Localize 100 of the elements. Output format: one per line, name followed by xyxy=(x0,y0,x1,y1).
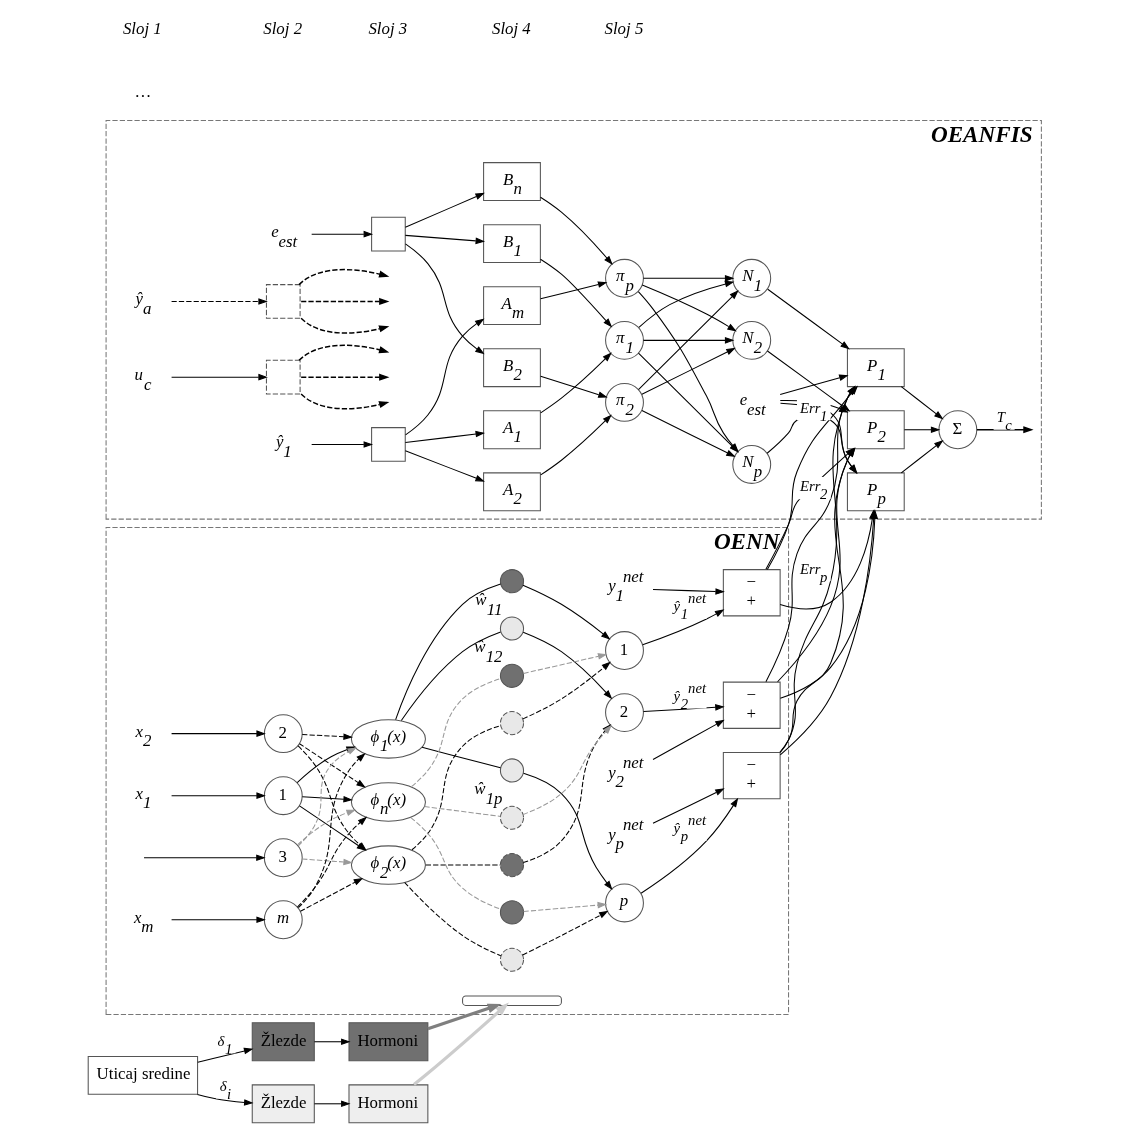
arrow xyxy=(539,352,612,414)
arrow xyxy=(313,1100,351,1108)
node-circle: 2 xyxy=(263,714,303,754)
arrow xyxy=(170,916,266,924)
arrow xyxy=(522,653,607,674)
connector xyxy=(410,725,501,851)
arrow xyxy=(170,792,266,799)
arrow xyxy=(301,858,353,866)
node-circle xyxy=(499,853,524,878)
arrow xyxy=(301,796,353,803)
arrow xyxy=(404,450,485,482)
arrow xyxy=(299,393,389,410)
node-box xyxy=(265,284,301,319)
arrow xyxy=(404,318,484,436)
arrow xyxy=(299,373,389,381)
arrow xyxy=(640,347,736,395)
label: … xyxy=(133,82,151,102)
arrow xyxy=(975,426,1034,434)
label: Sloj 5 xyxy=(604,19,643,39)
label: Sloj 1 xyxy=(122,19,162,39)
node-box xyxy=(370,427,406,462)
node-box: Žlezde xyxy=(251,1022,315,1062)
label: Sloj 2 xyxy=(262,19,302,39)
arrow xyxy=(637,291,739,453)
arrow xyxy=(301,733,353,740)
node-arc xyxy=(461,995,562,1006)
node-circle xyxy=(499,569,524,594)
arrow xyxy=(404,192,485,228)
connector xyxy=(423,806,501,817)
label: Sloj 3 xyxy=(367,19,407,39)
node-circle xyxy=(499,711,524,736)
arrow xyxy=(412,1002,509,1086)
node-box xyxy=(370,216,406,252)
arrow xyxy=(642,275,734,282)
arrow xyxy=(900,440,944,474)
arrow xyxy=(299,877,363,912)
arrow xyxy=(170,373,268,381)
node-box: − + xyxy=(722,681,781,729)
arrow xyxy=(404,430,485,444)
arrow xyxy=(766,288,850,350)
arrow xyxy=(521,584,610,640)
arrow xyxy=(296,809,356,846)
node-box xyxy=(265,359,301,395)
node-box: Uticaj sredine xyxy=(87,1055,198,1095)
arrow xyxy=(404,234,485,245)
arrow xyxy=(637,352,739,453)
label: Sloj 4 xyxy=(491,19,531,39)
arrow xyxy=(539,375,608,398)
arrow xyxy=(640,797,738,894)
arrow xyxy=(299,317,389,334)
arrow xyxy=(521,910,609,956)
node-circle xyxy=(499,947,524,972)
arrow xyxy=(539,258,612,328)
node-circle: 3 xyxy=(263,838,303,878)
node-circle xyxy=(499,900,524,925)
connector xyxy=(410,678,501,787)
arrow xyxy=(196,1093,254,1106)
connector xyxy=(400,631,501,722)
arrow xyxy=(170,298,268,305)
arrow xyxy=(641,609,724,646)
arrow xyxy=(522,772,613,891)
node-circle: 1 xyxy=(604,631,644,671)
arrow xyxy=(652,788,725,824)
connector xyxy=(421,746,501,769)
arrow xyxy=(637,290,739,391)
connector xyxy=(394,583,501,721)
arrow xyxy=(313,1038,351,1046)
node-circle: p xyxy=(604,883,644,923)
arrow xyxy=(539,281,607,300)
arrow xyxy=(652,588,725,595)
arrow xyxy=(640,410,736,458)
arrow xyxy=(299,297,389,306)
arrow xyxy=(779,374,849,396)
node-circle xyxy=(499,663,524,688)
arrow xyxy=(521,661,611,720)
node-circle: 1 xyxy=(263,776,303,816)
node-box: Hormoni xyxy=(347,1084,428,1124)
node-box: − + xyxy=(722,569,781,617)
arrow xyxy=(196,1047,253,1063)
node-box: − + xyxy=(722,752,781,800)
connector xyxy=(409,817,501,910)
node-circle: m xyxy=(263,900,303,940)
arrow xyxy=(404,243,485,355)
connector xyxy=(424,864,501,866)
arrow xyxy=(900,386,944,420)
arrow xyxy=(522,901,607,913)
arrow xyxy=(143,854,266,862)
arrow xyxy=(903,426,940,434)
arrow xyxy=(652,719,725,760)
arrow xyxy=(539,196,613,266)
arrow xyxy=(426,1003,501,1031)
arrow xyxy=(642,337,734,344)
arrow xyxy=(310,230,373,238)
node-box: Žlezde xyxy=(251,1084,315,1124)
arrow xyxy=(297,268,389,286)
arrow xyxy=(642,704,725,713)
arrow xyxy=(170,730,266,737)
arrow xyxy=(522,631,612,700)
arrow xyxy=(310,441,373,448)
arrow xyxy=(539,414,612,476)
